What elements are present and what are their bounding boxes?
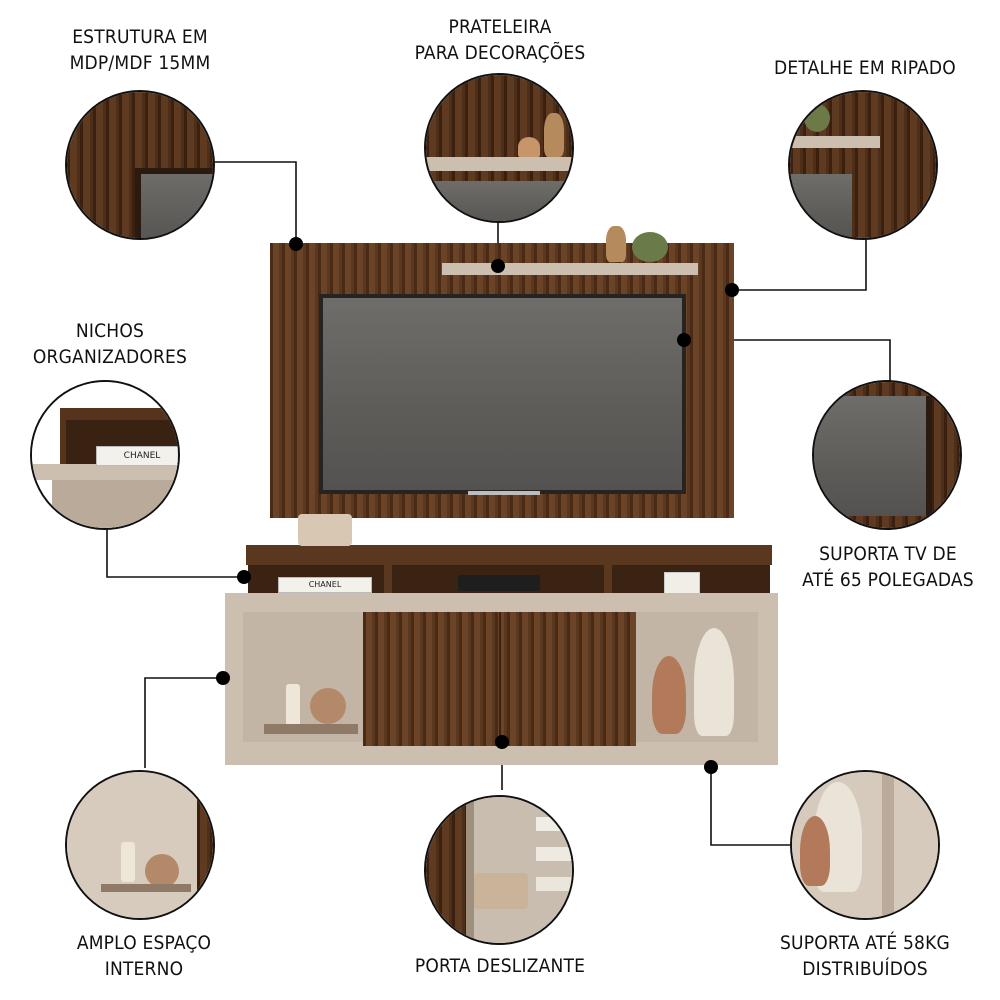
connector-suporta-tv [684,339,891,390]
label-porta: PORTA DESLIZANTE [414,955,586,977]
callout-dot-prateleira [491,259,505,273]
rack-candles [298,514,352,546]
detail-circle-nichos: CHANEL [30,380,180,530]
rack-box-small [664,572,700,594]
decor-basket [474,873,528,909]
decor-vase-copper [800,816,830,886]
shelf-vase [606,226,626,262]
book-stack: CHANEL [96,446,178,466]
decor-vase [544,113,564,157]
detail-circle-estrutura [65,90,215,240]
connector-estrutura [212,161,297,244]
rack-left-candle [286,684,300,726]
decor-shelf [442,263,698,275]
shelf-plant [632,232,668,262]
detail-circle-suporta-peso [790,770,940,920]
connector-nichos [106,520,244,578]
callout-dot-nichos [237,570,251,584]
callout-dot-estrutura [289,237,303,251]
decor-sphere [145,854,179,888]
rack-books: CHANEL [278,577,372,593]
book-brand-text: CHANEL [123,451,161,461]
sliding-door-seam [499,612,501,746]
connector-suporta-peso [710,767,790,846]
tv-stand [468,491,540,495]
callout-dot-ripado [725,283,739,297]
rack-left-compartment [243,612,363,742]
rack-right-vase-copper [652,656,686,734]
rack-book-brand-text: CHANEL [308,580,342,589]
rack-left-sphere [310,688,346,724]
callout-dot-amplo [216,671,230,685]
connector-amplo [144,677,223,768]
decor-candle [121,842,135,882]
decor-plant [804,104,830,132]
connector-ripado [732,230,867,291]
callout-dot-suporta-tv [677,333,691,347]
tv-screen [323,298,682,490]
callout-dot-porta [495,735,509,749]
label-ripado: DETALHE EM RIPADO [774,57,956,79]
rack-decoder [458,575,540,591]
detail-circle-suporta-tv [812,380,962,530]
detail-circle-porta [424,795,574,945]
detail-circle-ripado [788,90,938,240]
rack-top [246,545,772,565]
decor-bowl [518,137,540,157]
rack-left-tray [264,724,358,734]
detail-circle-prateleira [424,73,574,223]
detail-circle-amplo [65,770,215,920]
rack-right-vase-white [694,628,734,736]
callout-dot-suporta-peso [704,760,718,774]
